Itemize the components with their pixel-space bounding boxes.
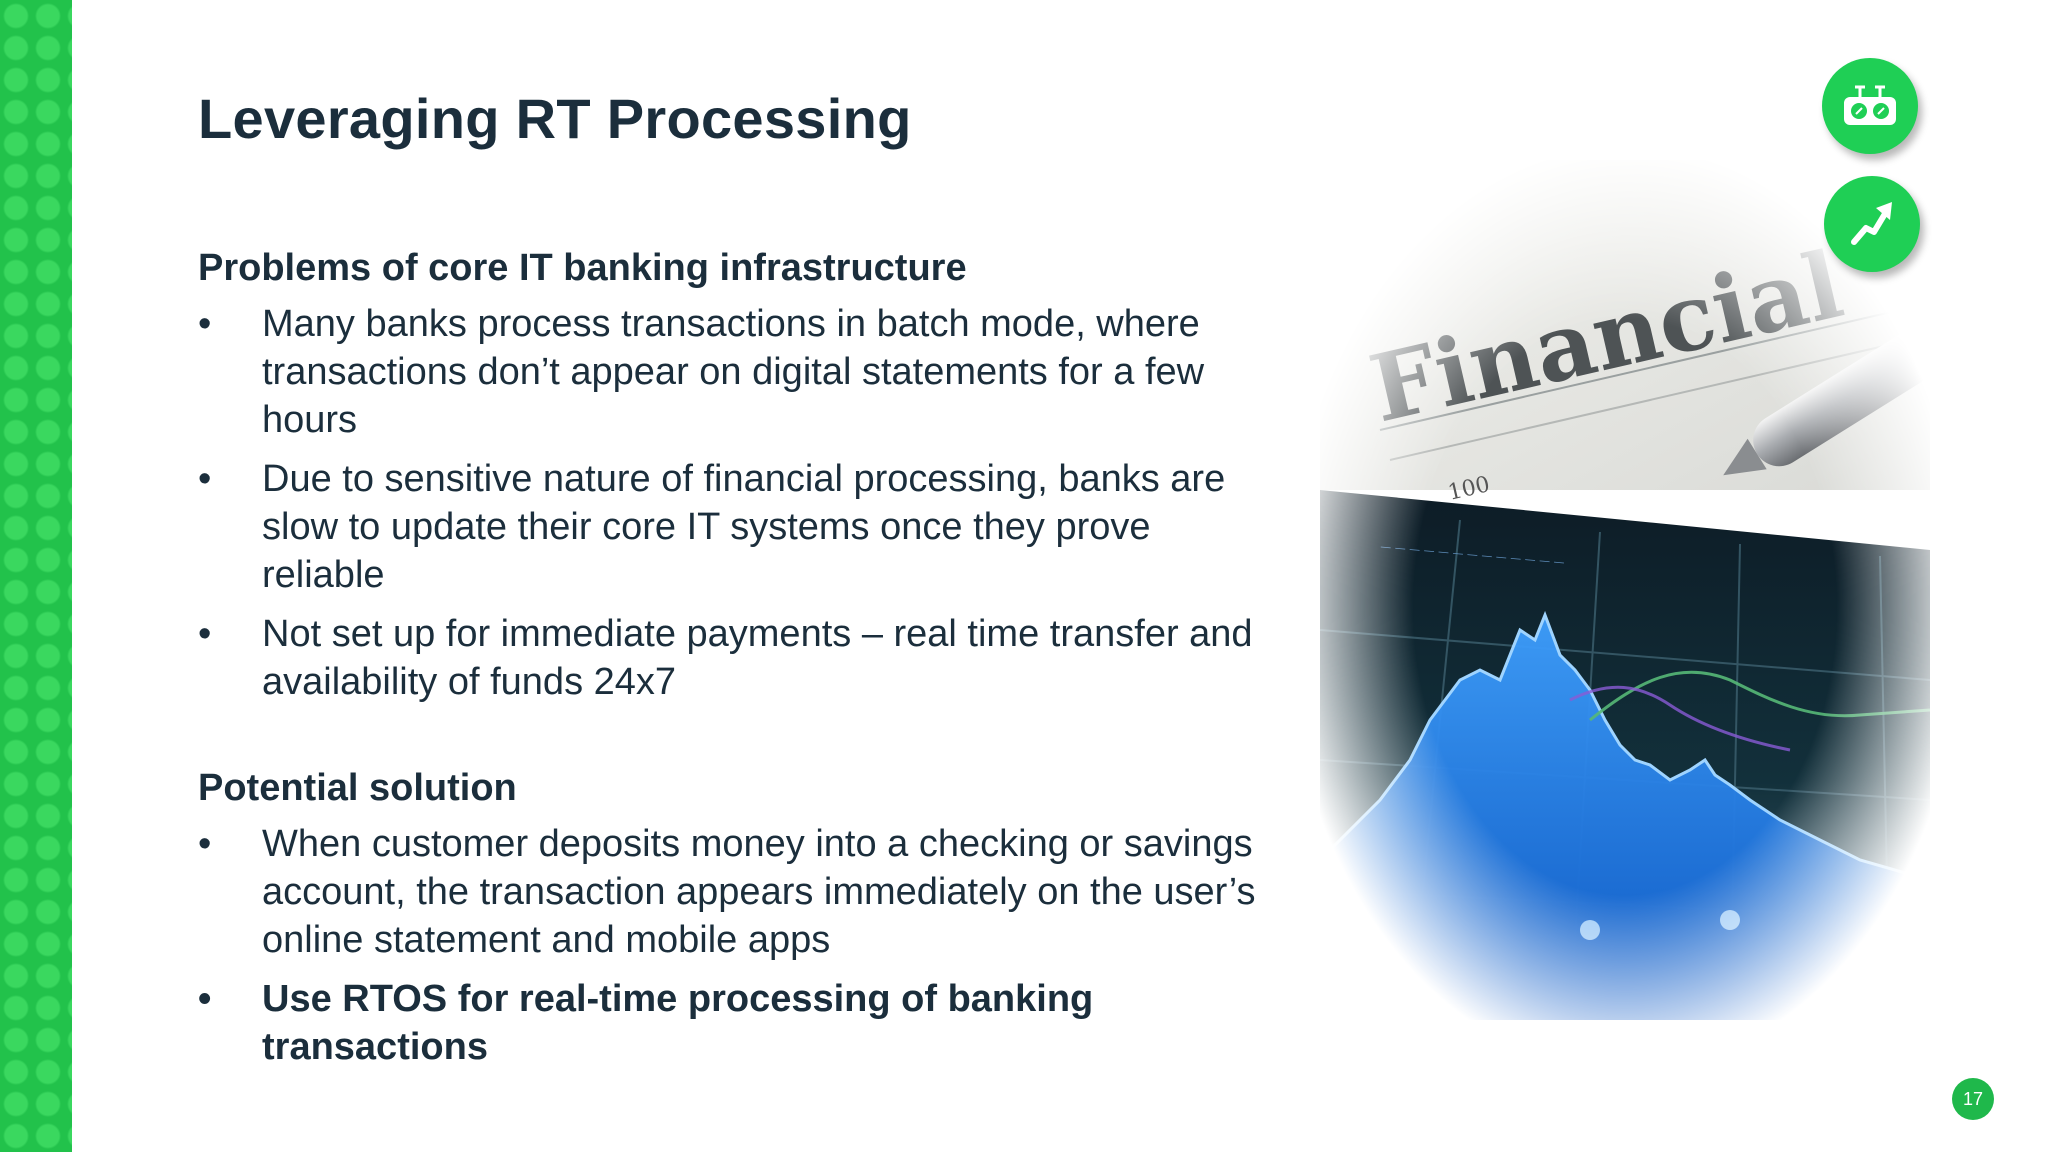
solution-list: • When customer deposits money into a che… [198,820,1258,1071]
bullet-text: When customer deposits money into a chec… [262,823,1256,961]
bullet-text: Not set up for immediate payments – real… [262,613,1253,703]
list-item: • When customer deposits money into a che… [198,820,1258,964]
bullet-icon: • [198,613,212,655]
slide-title: Leveraging RT Processing [198,87,912,150]
bullet-icon: • [198,303,212,345]
bullet-text: Many banks process transactions in batch… [262,303,1205,441]
side-decoration-strip [0,0,72,1152]
page-number: 17 [1952,1078,1994,1120]
bullet-text: Due to sensitive nature of financial pro… [262,458,1226,596]
section-heading-problems: Problems of core IT banking infrastructu… [198,247,967,289]
list-item: • Due to sensitive nature of financial pr… [198,455,1258,599]
bullet-text: Use RTOS for real-time processing of ban… [262,978,1094,1068]
financial-chart-photo: Financial 100 — — — — — — — — — — — — — [1320,160,1930,1020]
list-item: • Use RTOS for real-time processing of ba… [198,975,1258,1071]
section-heading-solution: Potential solution [198,767,517,809]
boombox-icon [1822,58,1918,154]
problems-list: • Many banks process transactions in batc… [198,300,1258,706]
bullet-icon: • [198,458,212,500]
slide-body: Problems of core IT banking infrastructu… [198,242,1258,1082]
bullet-icon: • [198,823,212,865]
list-item: • Many banks process transactions in batc… [198,300,1258,444]
list-item: • Not set up for immediate payments – rea… [198,610,1258,706]
bullet-icon: • [198,978,212,1020]
trend-arrow-icon [1824,176,1920,272]
